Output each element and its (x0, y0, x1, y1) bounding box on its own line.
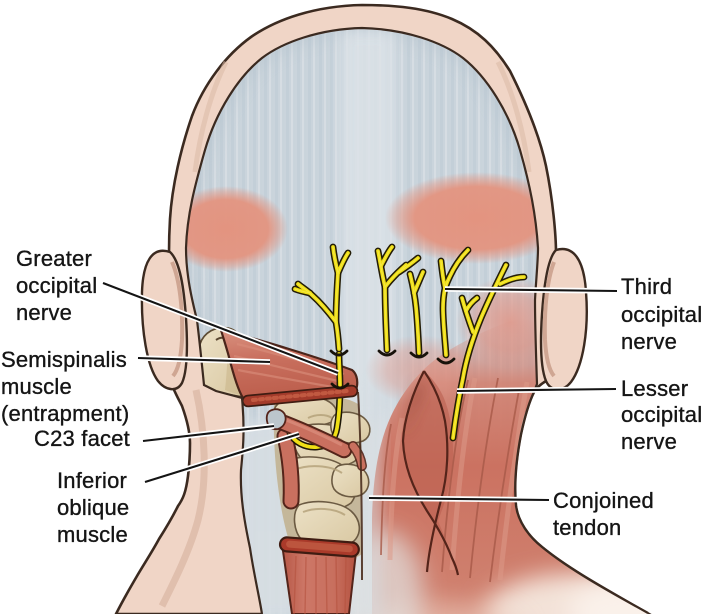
svg-text:occipital: occipital (16, 273, 97, 298)
svg-text:muscle: muscle (57, 522, 128, 547)
svg-text:Conjoined: Conjoined (553, 488, 654, 513)
svg-text:tendon: tendon (553, 515, 622, 540)
svg-text:occipital: occipital (621, 402, 702, 427)
svg-text:Semispinalis: Semispinalis (1, 347, 127, 372)
svg-text:Inferior: Inferior (57, 468, 127, 493)
svg-text:nerve: nerve (621, 429, 677, 454)
svg-text:C23 facet: C23 facet (34, 426, 130, 451)
svg-text:Greater: Greater (16, 246, 92, 271)
svg-text:Lesser: Lesser (621, 376, 688, 401)
svg-text:(entrapment): (entrapment) (1, 401, 129, 426)
svg-text:muscle: muscle (1, 374, 72, 399)
svg-text:occipital: occipital (621, 302, 702, 327)
svg-text:nerve: nerve (621, 329, 677, 354)
svg-text:Third: Third (621, 274, 672, 299)
svg-text:nerve: nerve (16, 300, 72, 325)
svg-text:oblique: oblique (57, 495, 129, 520)
